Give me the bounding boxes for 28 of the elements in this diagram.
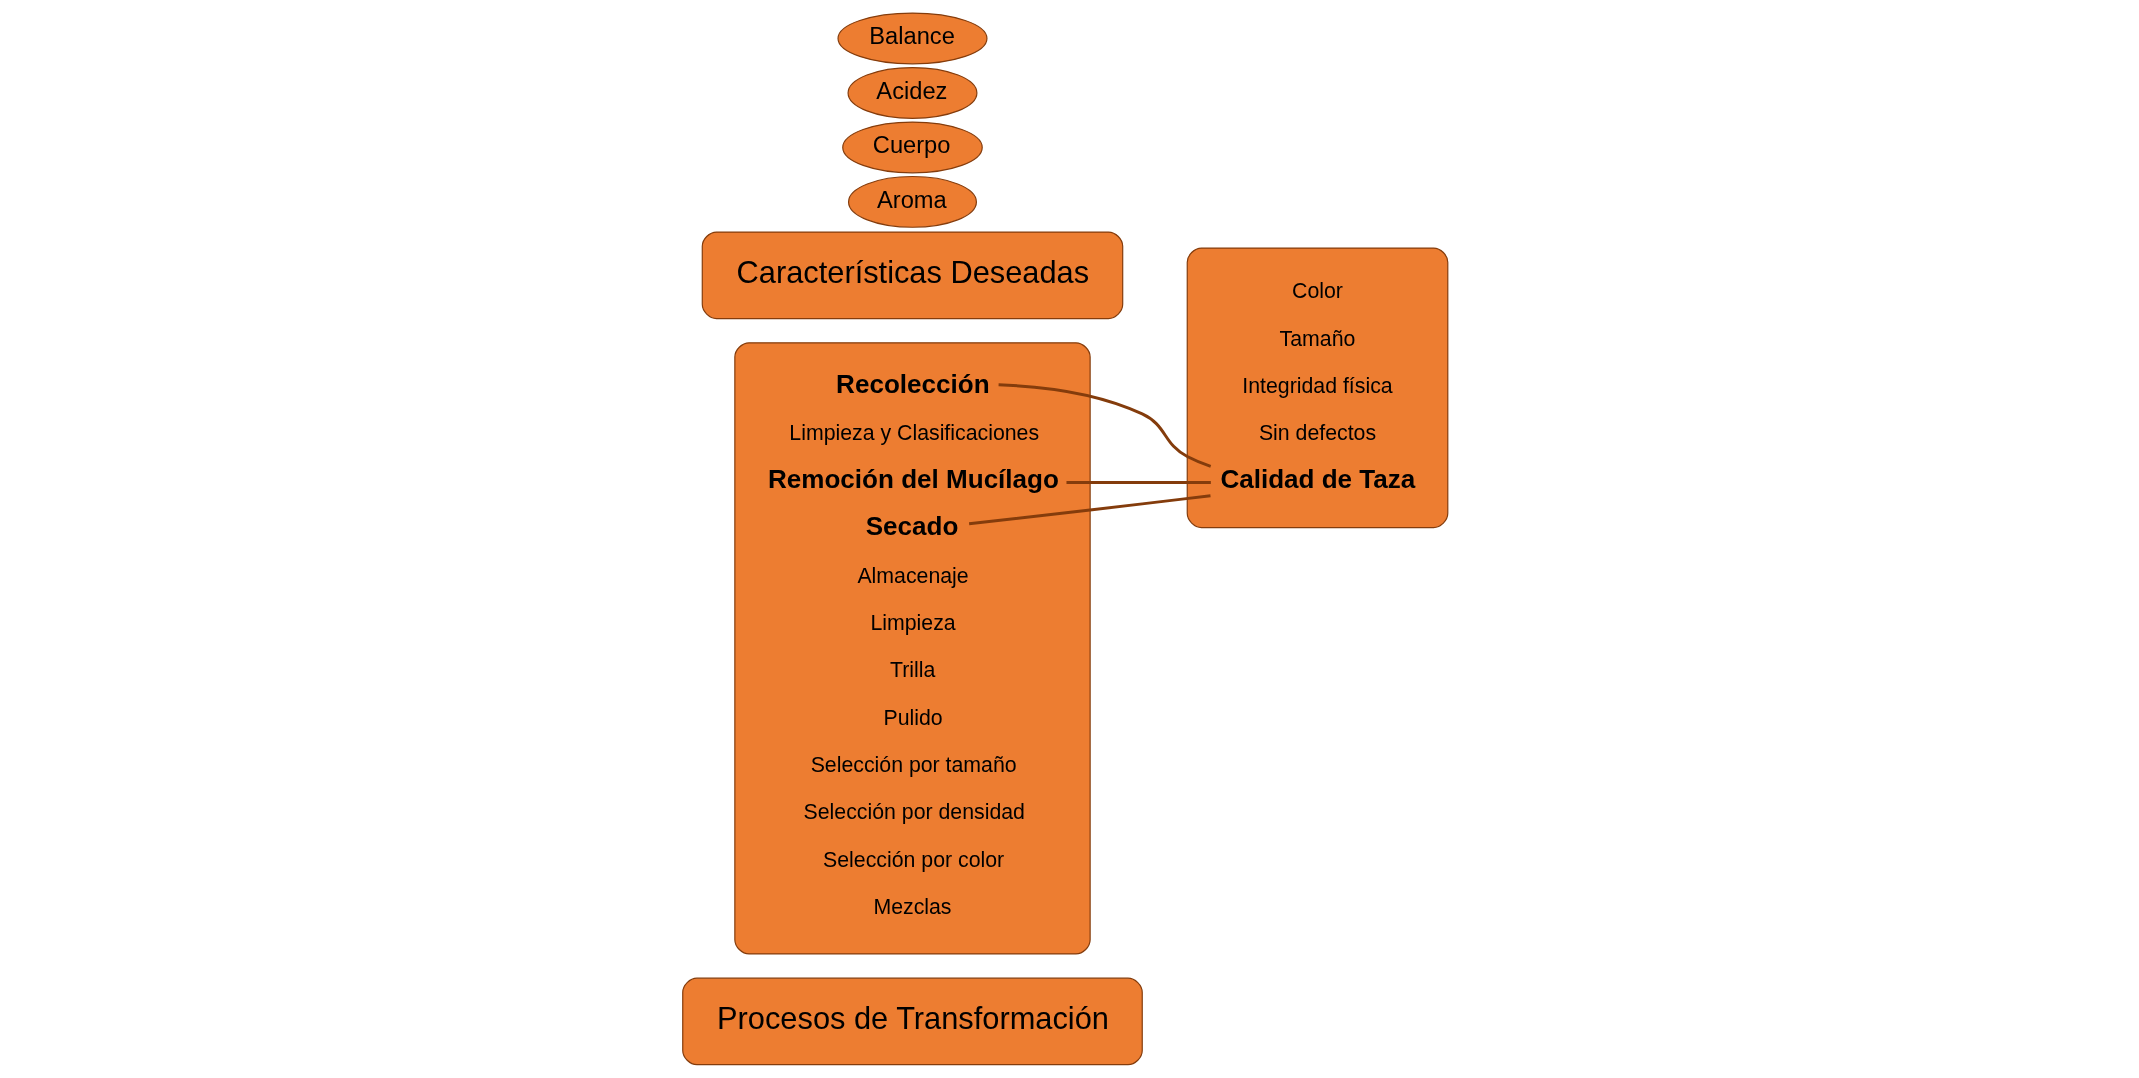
node-text: Integridad física (1241, 374, 1393, 399)
node-text: Limpieza y Clasificaciones (788, 421, 1039, 446)
node-box: Características Deseadas (701, 231, 1123, 320)
node-text: Selección por color (822, 847, 1004, 872)
node-text: Mezclas (872, 895, 952, 920)
connector (998, 383, 1211, 468)
node-text: Color (1291, 279, 1343, 304)
node-ellipse: Cuerpo (841, 121, 983, 174)
node-text: Almacenaje (856, 563, 969, 588)
node-text: Recolección (835, 369, 990, 400)
node-ellipse: Balance (836, 12, 988, 65)
node-text: Tamaño (1279, 326, 1355, 351)
cluster (1186, 247, 1448, 529)
connector (1065, 481, 1211, 485)
node-text: Selección por densidad (803, 800, 1025, 825)
cluster (733, 342, 1091, 955)
node-ellipse: Acidez (847, 66, 977, 119)
node-text: Sin defectos (1258, 421, 1376, 446)
node-text: Trilla (889, 658, 935, 683)
node-text: Remoción del Mucílago (767, 464, 1059, 495)
node-ellipse: Aroma (847, 175, 977, 228)
node-text: Calidad de Taza (1219, 464, 1415, 495)
node-text: Selección por tamaño (810, 753, 1017, 778)
node-box: Procesos de Transformación (681, 977, 1143, 1066)
node-text: Pulido (882, 705, 943, 730)
node-text: Limpieza (869, 610, 956, 635)
connector (968, 494, 1211, 526)
node-text: Secado (865, 511, 958, 542)
